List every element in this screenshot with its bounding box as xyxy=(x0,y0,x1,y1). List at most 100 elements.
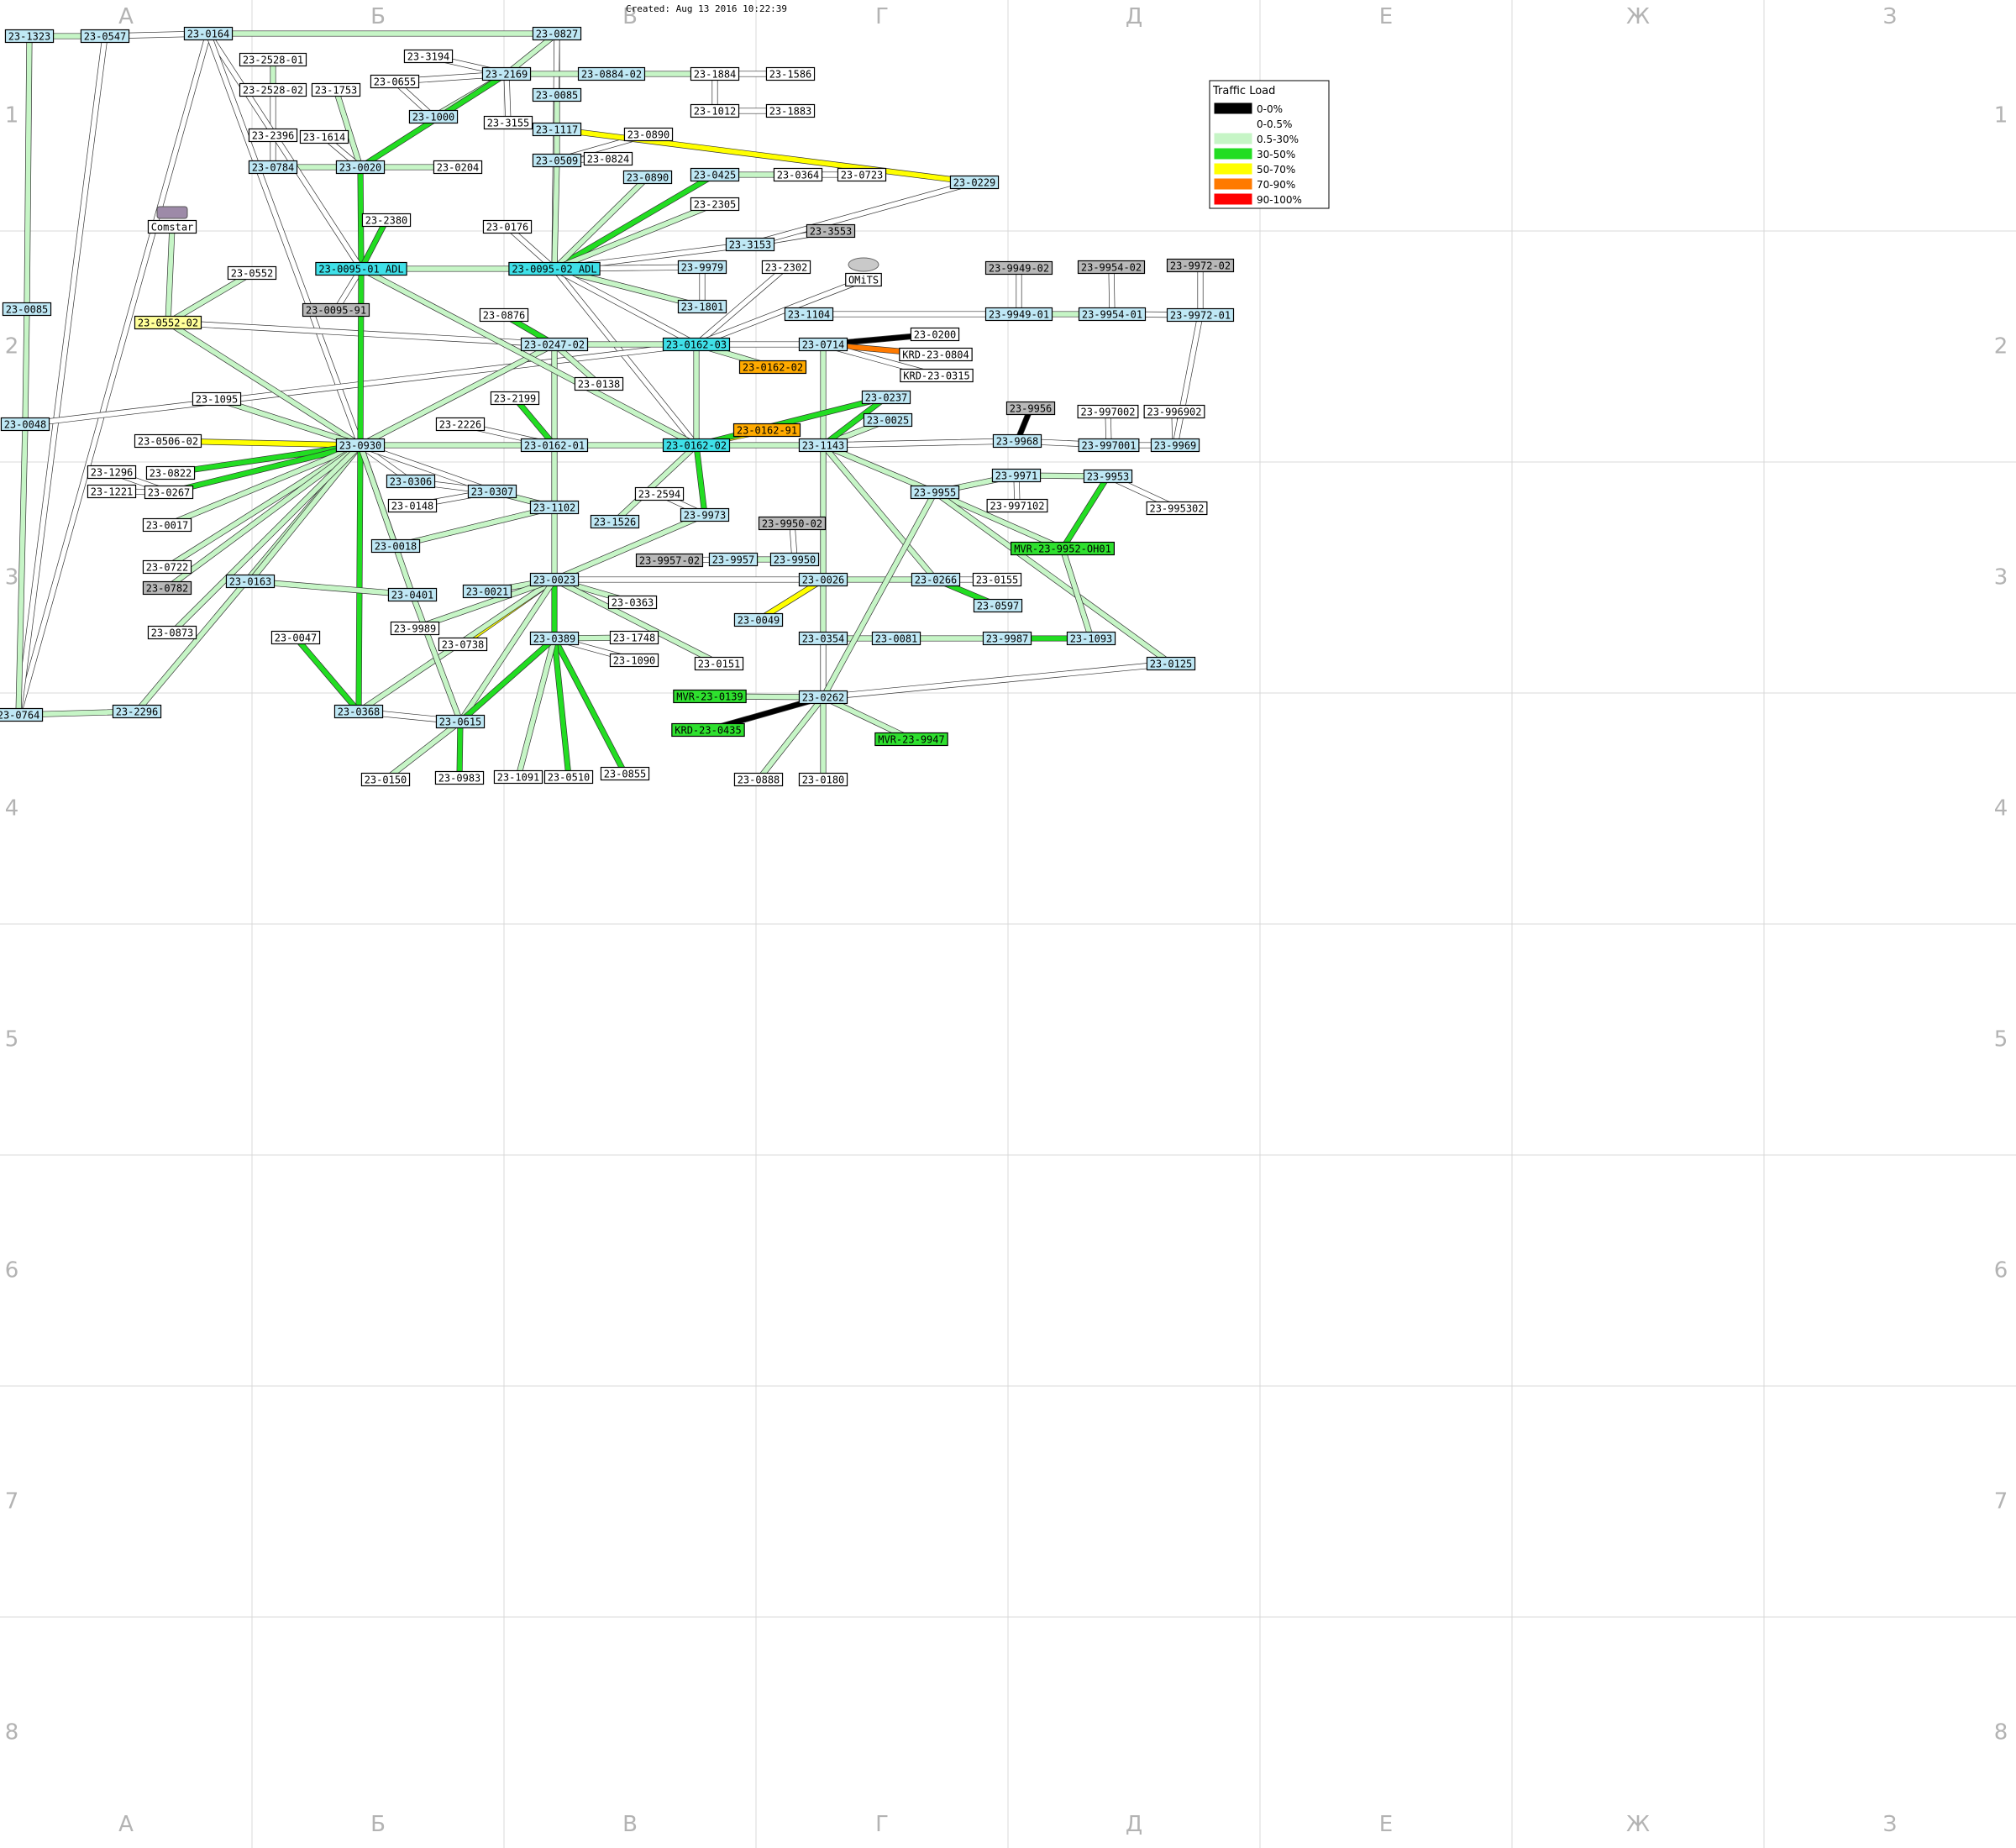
node-n0049[interactable]: 23-0049 xyxy=(733,612,784,627)
node-n0873[interactable]: 23-0873 xyxy=(147,625,197,640)
node-nomits[interactable]: OMiTS xyxy=(845,257,882,287)
node-n1221[interactable]: 23-1221 xyxy=(87,484,137,499)
node-n997002[interactable]: 23-997002 xyxy=(1077,404,1139,419)
node-n2169[interactable]: 23-2169 xyxy=(481,66,532,81)
node-n1748[interactable]: 23-1748 xyxy=(609,630,659,645)
node-n0148[interactable]: 23-0148 xyxy=(387,498,438,513)
node-n0125[interactable]: 23-0125 xyxy=(1146,656,1196,671)
node-n2296[interactable]: 23-2296 xyxy=(112,704,162,719)
node-n0509[interactable]: 23-0509 xyxy=(532,153,582,168)
node-n0824[interactable]: 23-0824 xyxy=(583,151,633,166)
node-n9956[interactable]: 23-9956 xyxy=(1005,401,1056,416)
node-n252801[interactable]: 23-2528-01 xyxy=(239,52,307,67)
node-n0151[interactable]: 23-0151 xyxy=(694,656,744,671)
node-n0307[interactable]: 23-0307 xyxy=(467,484,517,499)
node-nmvr9952[interactable]: MVR-23-9952-OH01 xyxy=(1010,541,1115,556)
node-n1323[interactable]: 23-1323 xyxy=(4,29,55,44)
node-n0048[interactable]: 23-0048 xyxy=(0,417,50,432)
node-n0782[interactable]: 23-0782 xyxy=(142,580,192,596)
node-n0025[interactable]: 23-0025 xyxy=(863,412,913,428)
node-n3153[interactable]: 23-3153 xyxy=(725,237,775,252)
node-n0822[interactable]: 23-0822 xyxy=(145,465,196,480)
node-n2302[interactable]: 23-2302 xyxy=(761,260,811,275)
node-n0425[interactable]: 23-0425 xyxy=(690,167,740,182)
node-n0738[interactable]: 23-0738 xyxy=(438,637,488,652)
node-n0615[interactable]: 23-0615 xyxy=(435,714,486,729)
node-n0363[interactable]: 23-0363 xyxy=(607,595,658,610)
node-n1093[interactable]: 23-1093 xyxy=(1066,631,1116,646)
node-n016201[interactable]: 23-0162-01 xyxy=(520,438,589,453)
node-n0180[interactable]: 23-0180 xyxy=(798,772,848,787)
node-n0163[interactable]: 23-0163 xyxy=(225,574,276,589)
node-n0597[interactable]: 23-0597 xyxy=(973,598,1023,613)
node-n0237[interactable]: 23-0237 xyxy=(861,390,911,405)
node-n2226[interactable]: 23-2226 xyxy=(435,417,486,432)
node-n995702[interactable]: 23-9957-02 xyxy=(635,553,704,568)
node-n0784[interactable]: 23-0784 xyxy=(248,160,298,175)
node-n016202o[interactable]: 23-0162-02 xyxy=(738,360,807,375)
node-n0983[interactable]: 23-0983 xyxy=(434,770,485,785)
node-n2594[interactable]: 23-2594 xyxy=(634,486,685,501)
node-n055202[interactable]: 23-0552-02 xyxy=(134,315,202,330)
node-ncomstar[interactable]: Comstar xyxy=(147,206,197,234)
node-n1012[interactable]: 23-1012 xyxy=(690,103,740,118)
node-n016202[interactable]: 23-0162-02 xyxy=(662,438,731,453)
node-n995002[interactable]: 23-9950-02 xyxy=(758,516,827,531)
node-n0229[interactable]: 23-0229 xyxy=(949,175,1000,190)
node-nkrd0435[interactable]: KRD-23-0435 xyxy=(671,722,745,738)
node-n0095b[interactable]: 23-0095-02 ADL xyxy=(508,261,601,276)
node-n996902[interactable]: 23-996902 xyxy=(1143,404,1205,419)
node-n0138[interactable]: 23-0138 xyxy=(574,376,624,391)
node-n1586[interactable]: 23-1586 xyxy=(765,66,816,81)
node-n0364[interactable]: 23-0364 xyxy=(773,167,823,182)
node-n0827[interactable]: 23-0827 xyxy=(532,26,582,41)
node-n0368[interactable]: 23-0368 xyxy=(333,704,384,719)
node-n1883[interactable]: 23-1883 xyxy=(765,103,816,118)
node-n995401[interactable]: 23-9954-01 xyxy=(1078,307,1147,322)
node-n9979[interactable]: 23-9979 xyxy=(677,260,727,275)
node-n0855[interactable]: 23-0855 xyxy=(600,766,650,781)
node-n1000[interactable]: 23-1000 xyxy=(408,109,459,124)
node-n0085b[interactable]: 23-0085 xyxy=(532,87,582,102)
node-n2305[interactable]: 23-2305 xyxy=(690,197,740,212)
node-n0764[interactable]: 23-0764 xyxy=(0,707,44,722)
node-n2199[interactable]: 23-2199 xyxy=(490,391,540,406)
node-n0047[interactable]: 23-0047 xyxy=(270,630,321,645)
node-n2396[interactable]: 23-2396 xyxy=(248,128,298,143)
node-n1090[interactable]: 23-1090 xyxy=(609,653,659,668)
node-n0081[interactable]: 23-0081 xyxy=(871,631,921,646)
node-n1102[interactable]: 23-1102 xyxy=(529,500,580,515)
node-n1753[interactable]: 23-1753 xyxy=(311,82,361,97)
node-n3553[interactable]: 23-3553 xyxy=(806,223,856,239)
node-n1143[interactable]: 23-1143 xyxy=(798,438,848,453)
node-n3155[interactable]: 23-3155 xyxy=(483,115,533,130)
node-n016291[interactable]: 23-0162-91 xyxy=(732,423,801,438)
node-n1296[interactable]: 23-1296 xyxy=(87,465,137,480)
node-n0876[interactable]: 23-0876 xyxy=(479,307,529,323)
node-n9950[interactable]: 23-9950 xyxy=(769,552,820,567)
node-n0095a[interactable]: 23-0095-01 ADL xyxy=(315,261,407,276)
node-n9968[interactable]: 23-9968 xyxy=(992,433,1042,449)
node-n0023[interactable]: 23-0023 xyxy=(529,572,580,587)
node-n0354[interactable]: 23-0354 xyxy=(798,631,848,646)
node-n1801[interactable]: 23-1801 xyxy=(677,299,727,314)
node-n997201[interactable]: 23-9972-01 xyxy=(1166,307,1235,323)
node-n0085a[interactable]: 23-0085 xyxy=(2,302,52,317)
node-n1104[interactable]: 23-1104 xyxy=(784,307,834,322)
node-nmvr0139[interactable]: MVR-23-0139 xyxy=(673,689,747,704)
node-n0723[interactable]: 23-0723 xyxy=(837,167,887,182)
node-n0155[interactable]: 23-0155 xyxy=(972,572,1022,587)
node-n0890b[interactable]: 23-0890 xyxy=(622,170,673,185)
node-n994902[interactable]: 23-9949-02 xyxy=(984,260,1053,276)
node-n009591[interactable]: 23-0095-91 xyxy=(302,302,370,318)
node-n1614[interactable]: 23-1614 xyxy=(299,129,349,144)
node-n0176[interactable]: 23-0176 xyxy=(482,219,533,234)
node-n9957[interactable]: 23-9957 xyxy=(708,552,759,567)
node-n0017[interactable]: 23-0017 xyxy=(142,517,192,533)
node-n0884[interactable]: 23-0884-02 xyxy=(577,66,646,81)
node-n0547[interactable]: 23-0547 xyxy=(80,29,130,44)
node-n997102[interactable]: 23-997102 xyxy=(986,498,1048,513)
node-n0262[interactable]: 23-0262 xyxy=(798,690,848,705)
node-n1095[interactable]: 23-1095 xyxy=(192,391,242,407)
node-n0267[interactable]: 23-0267 xyxy=(144,485,194,500)
